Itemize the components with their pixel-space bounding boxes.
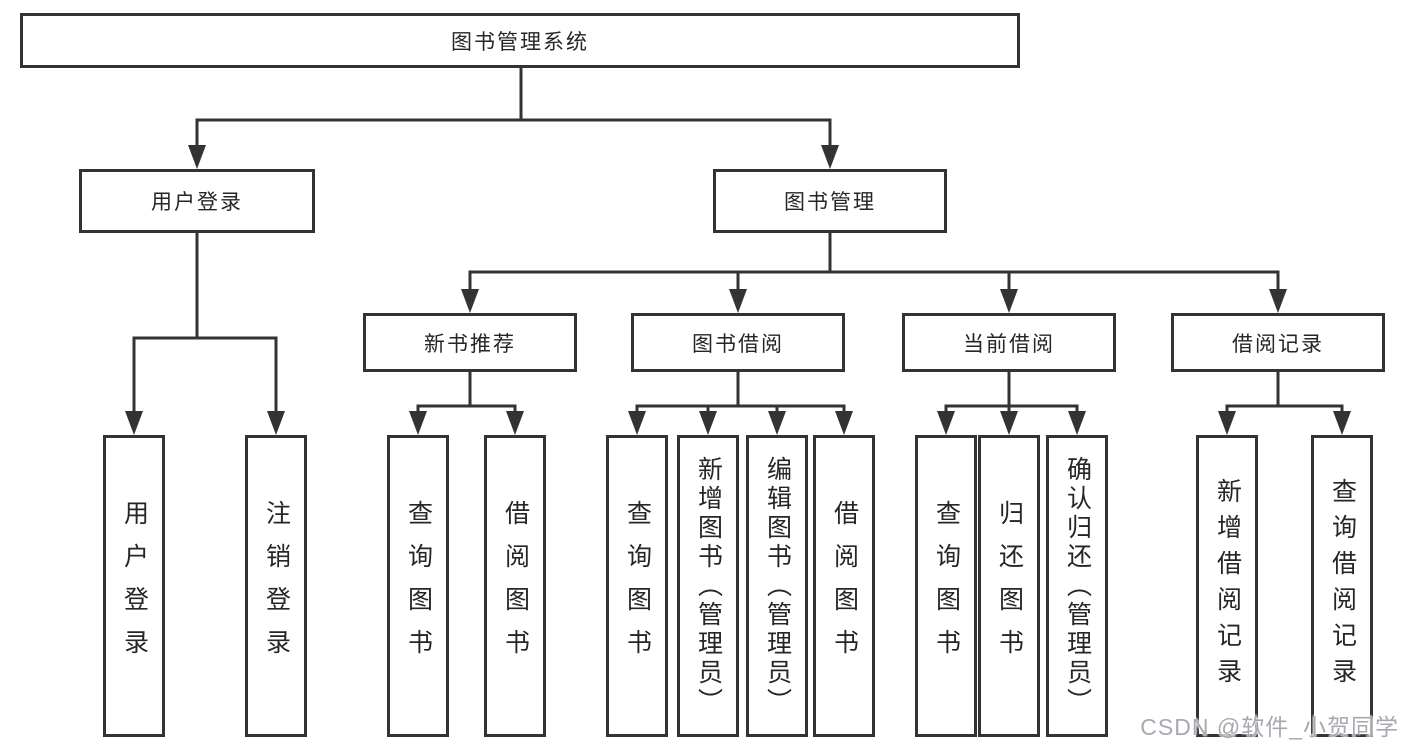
leaf-edit-books-admin: 编辑图书（管理员）	[746, 435, 808, 737]
leaf-query-books-recommend: 查询图书	[387, 435, 449, 737]
leaf-user-login: 用户登录	[103, 435, 165, 737]
node-new-book-recommend: 新书推荐	[363, 313, 577, 372]
node-current-borrow: 当前借阅	[902, 313, 1116, 372]
leaf-query-borrow-record: 查询借阅记录	[1311, 435, 1373, 737]
leaf-add-books-admin: 新增图书（管理员）	[677, 435, 739, 737]
node-root-label: 图书管理系统	[451, 30, 589, 54]
leaf-query-books-current: 查询图书	[915, 435, 977, 737]
leaf-query-books-borrow: 查询图书	[606, 435, 668, 737]
leaf-return-books: 归还图书	[978, 435, 1040, 737]
node-user-login: 用户登录	[79, 169, 315, 233]
leaf-add-borrow-record: 新增借阅记录	[1196, 435, 1258, 737]
leaf-confirm-return-admin: 确认归还（管理员）	[1046, 435, 1108, 737]
node-borrow-records-label: 借阅记录	[1232, 332, 1324, 356]
node-root-system: 图书管理系统	[20, 13, 1020, 68]
node-user-login-label: 用户登录	[151, 191, 243, 214]
node-book-management: 图书管理	[713, 169, 947, 233]
node-borrow-records: 借阅记录	[1171, 313, 1385, 372]
leaf-borrow-books: 借阅图书	[813, 435, 875, 737]
node-book-borrow: 图书借阅	[631, 313, 845, 372]
csdn-watermark: CSDN @软件_小贺同学	[1140, 714, 1399, 740]
node-book-borrow-label: 图书借阅	[692, 332, 784, 356]
node-new-book-recommend-label: 新书推荐	[424, 332, 516, 356]
node-current-borrow-label: 当前借阅	[963, 332, 1055, 356]
leaf-logout-login: 注销登录	[245, 435, 307, 737]
leaf-borrow-books-recommend: 借阅图书	[484, 435, 546, 737]
node-book-management-label: 图书管理	[784, 191, 876, 214]
